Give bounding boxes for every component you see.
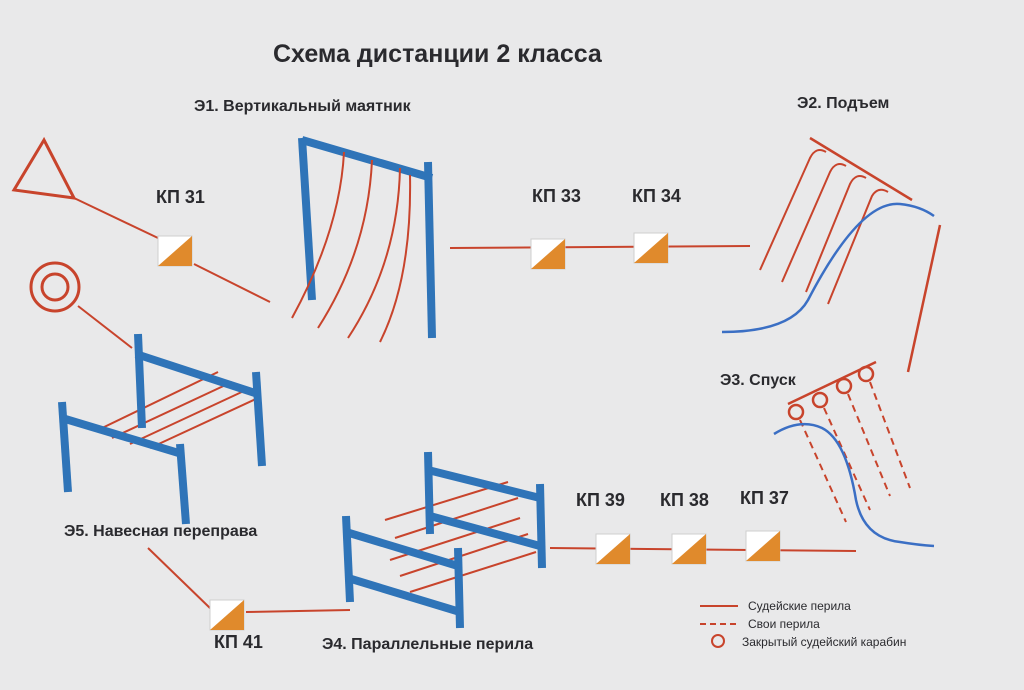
legend-carabiner-label: Закрытый судейский карабин [742, 635, 907, 649]
legend-judge-rope-label: Судейские перила [748, 599, 851, 613]
stage-label-e1: Э1. Вертикальный маятник [194, 98, 411, 115]
kp34-flag-icon [633, 232, 669, 264]
e2-ascent [721, 136, 942, 373]
kp41-flag-icon [209, 599, 245, 631]
stage-label-e3: Э3. Спуск [720, 372, 796, 389]
kp39-flag-icon [595, 533, 631, 565]
e4-parallel-rails-frame [342, 451, 546, 629]
e5-kp41-line [147, 547, 213, 611]
kp33-label: КП 33 [532, 186, 581, 206]
finish-circle-icon [29, 261, 81, 313]
kp38-label: КП 38 [660, 490, 709, 510]
kp33-flag-icon [530, 238, 566, 270]
kp41-e4-line [245, 609, 351, 613]
kp31-line [193, 263, 271, 303]
legend-own-rope-label: Свои перила [748, 617, 820, 631]
stage-label-e4: Э4. Параллельные перила [322, 636, 534, 653]
page-title: Схема дистанции 2 класса [273, 40, 602, 68]
finish-line [77, 305, 133, 349]
kp39-label: КП 39 [576, 490, 625, 510]
kp38-flag-icon [671, 533, 707, 565]
start-line [73, 197, 159, 239]
kp33-kp34-line [449, 245, 751, 249]
kp41-label: КП 41 [214, 632, 263, 652]
stage-label-e5: Э5. Навесная переправа [64, 523, 258, 540]
start-triangle-icon [11, 136, 77, 200]
e5-crossing-frame [58, 333, 266, 525]
legend-carabiner-icon [711, 634, 725, 648]
kp31-label: КП 31 [156, 187, 205, 207]
e1-pendulum-frame [291, 136, 436, 343]
kp37-label: КП 37 [740, 488, 789, 508]
kp31-flag-icon [157, 235, 193, 267]
kp34-label: КП 34 [632, 186, 681, 206]
kp37-flag-icon [745, 530, 781, 562]
stage-label-e2: Э2. Подъем [797, 95, 890, 112]
e3-descent [773, 360, 935, 548]
